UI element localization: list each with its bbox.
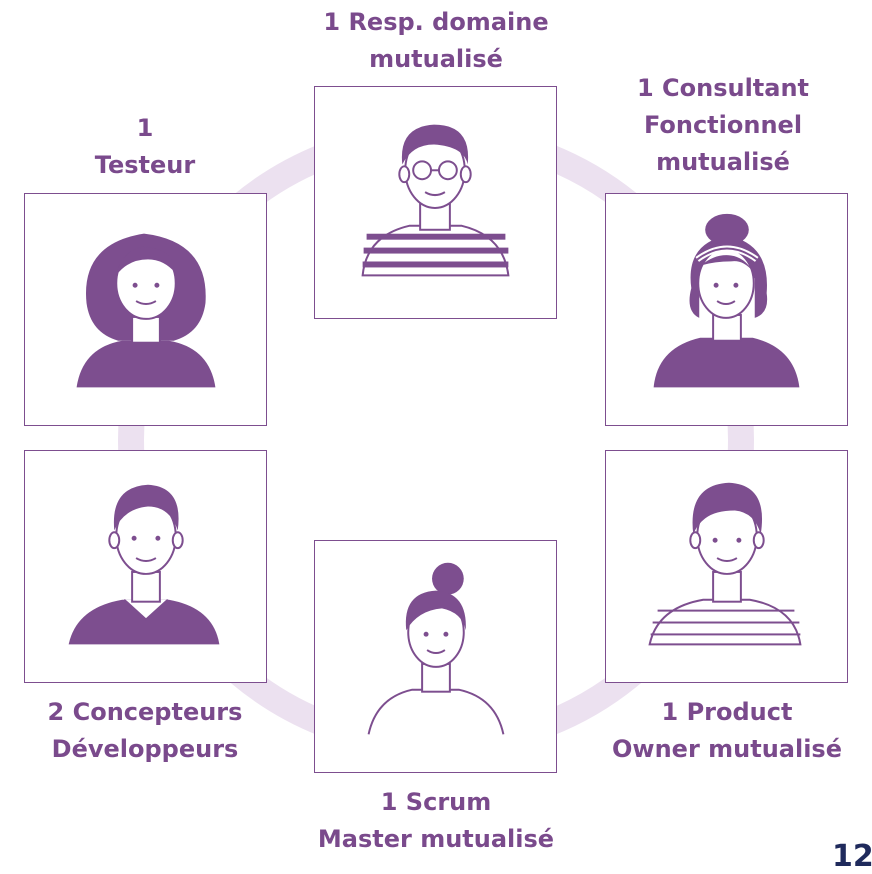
role-card-product-owner <box>605 450 848 683</box>
role-card-tester <box>24 193 267 426</box>
role-card-consultant <box>605 193 848 426</box>
role-label-tester: 1 Testeur <box>94 114 196 179</box>
woman-with-headband-avatar-icon <box>653 213 800 388</box>
woman-with-long-hair-avatar-icon <box>76 233 216 388</box>
man-avatar-icon <box>68 484 220 645</box>
role-label-developers: 2 Concepteurs Développeurs <box>47 698 243 763</box>
man-with-glasses-avatar-icon <box>361 124 510 277</box>
role-card-scrum-master <box>314 540 557 773</box>
woman-with-bun-avatar-icon <box>367 562 505 735</box>
role-card-developers <box>24 450 267 683</box>
role-label-scrum-master: 1 Scrum Master mutualisé <box>317 788 555 853</box>
man-with-striped-shirt-avatar-icon <box>648 482 802 646</box>
role-label-domain-lead: 1 Resp. domaine mutualisé <box>323 8 549 73</box>
role-label-consultant: 1 Consultant Fonctionnel mutualisé <box>636 74 810 176</box>
page-number: 12 <box>832 839 872 874</box>
role-label-product-owner: 1 Product Owner mutualisé <box>612 698 842 763</box>
role-card-domain-lead <box>314 86 557 319</box>
